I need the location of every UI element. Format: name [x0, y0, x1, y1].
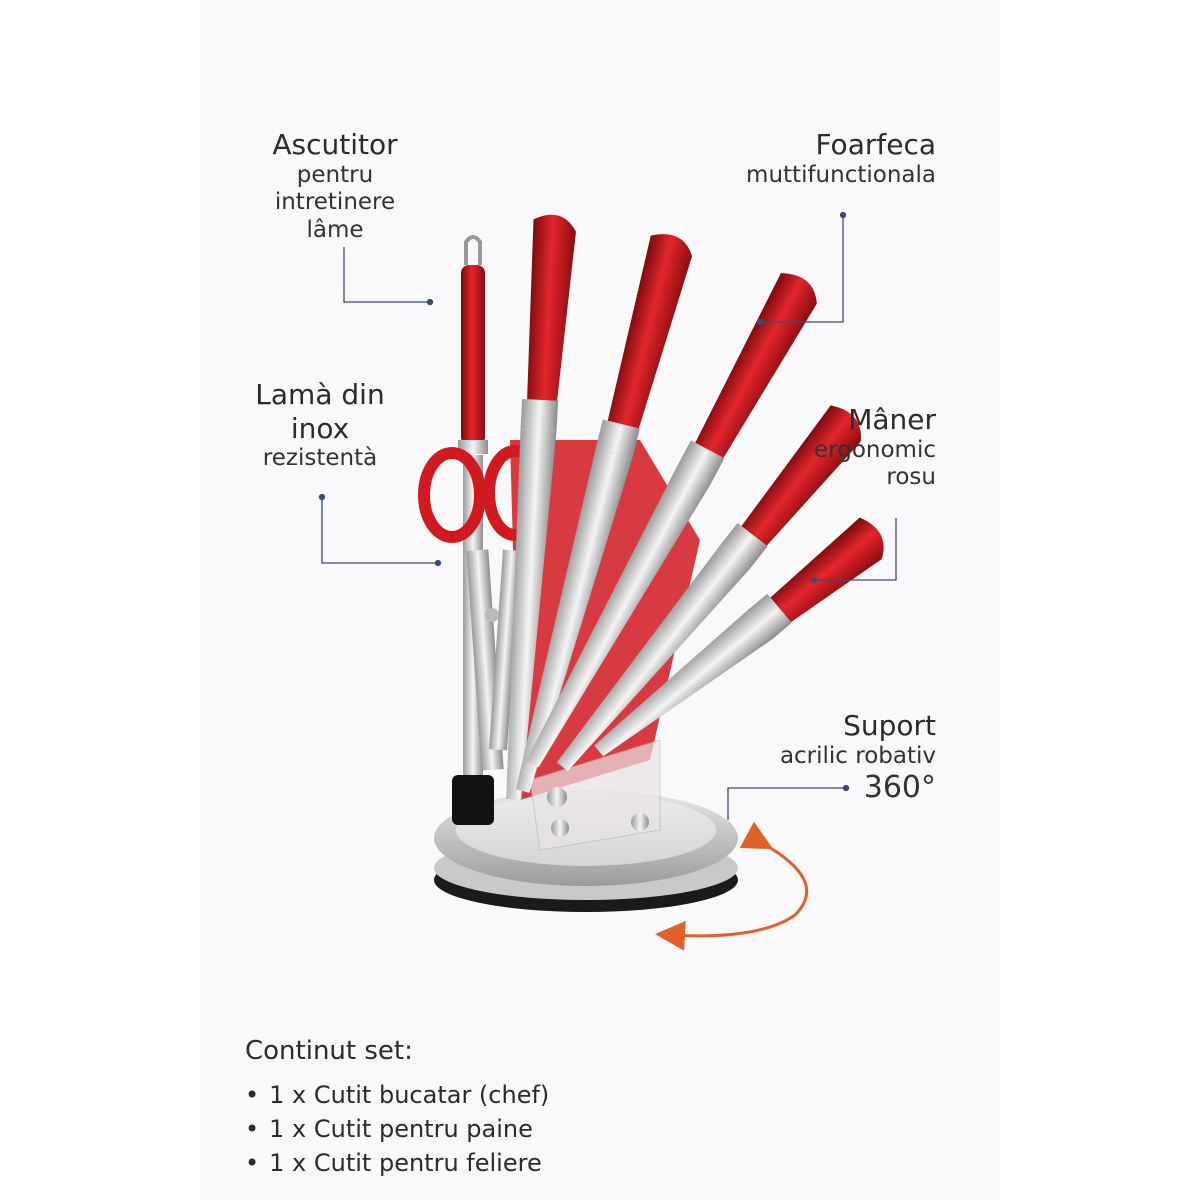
label-stand: Suport acrilic robativ 360° — [740, 709, 936, 806]
set-contents: Continut set: • 1 x Cutit bucatar (chef) … — [245, 1036, 549, 1180]
label-handle-title: Mâner — [848, 403, 936, 436]
knife-2 — [515, 234, 693, 793]
list-item-text: 1 x Cutit pentru paine — [269, 1115, 533, 1143]
label-blade-line1: Lamà din — [255, 378, 385, 411]
bullet-icon: • — [245, 1149, 260, 1177]
list-item-text: 1 x Cutit pentru feliere — [269, 1149, 542, 1177]
list-item: • 1 x Cutit pentru paine — [245, 1112, 549, 1146]
list-item: • 1 x Cutit pentru feliere — [245, 1146, 549, 1180]
list-item-text: 1 x Cutit bucatar (chef) — [269, 1081, 550, 1109]
leader-lines — [318, 211, 897, 820]
label-sharpener: Ascutitor pentru intretinere lâme — [240, 128, 430, 244]
label-blade: Lamà din inox rezistentà — [230, 378, 410, 473]
label-handle-line3: rosu — [886, 464, 936, 491]
label-blade-line2: inox — [290, 411, 350, 445]
knife-5 — [594, 517, 884, 757]
label-scissors: Foarfeca muttifunctionala — [700, 128, 936, 189]
label-stand-line3: 360° — [863, 770, 936, 806]
knife-4 — [556, 405, 861, 772]
bullet-icon: • — [245, 1081, 260, 1109]
label-sharpener-title: Ascutitor — [272, 128, 398, 161]
knife-3 — [526, 273, 817, 768]
rotate-arrow — [655, 821, 809, 951]
label-handle-line2: ergonomic — [814, 436, 936, 463]
label-stand-line2: acrilic robativ — [779, 742, 936, 769]
knives — [506, 214, 884, 800]
label-scissors-title: Foarfeca — [815, 128, 936, 161]
label-blade-line3: rezistentà — [262, 445, 378, 472]
bullet-icon: • — [245, 1115, 260, 1143]
list-item: • 1 x Cutit bucatar (chef) — [245, 1078, 549, 1112]
knife-1 — [506, 214, 576, 800]
set-contents-list: • 1 x Cutit bucatar (chef) • 1 x Cutit pen… — [245, 1078, 549, 1180]
label-sharpener-line2: pentru intretinere — [274, 161, 396, 216]
label-scissors-line2: muttifunctionala — [746, 161, 936, 188]
set-contents-heading: Continut set: — [245, 1036, 413, 1066]
label-stand-title: Suport — [843, 709, 936, 742]
label-sharpener-line3: lâme — [306, 216, 364, 243]
label-handle: Mâner ergonomic rosu — [760, 403, 936, 492]
